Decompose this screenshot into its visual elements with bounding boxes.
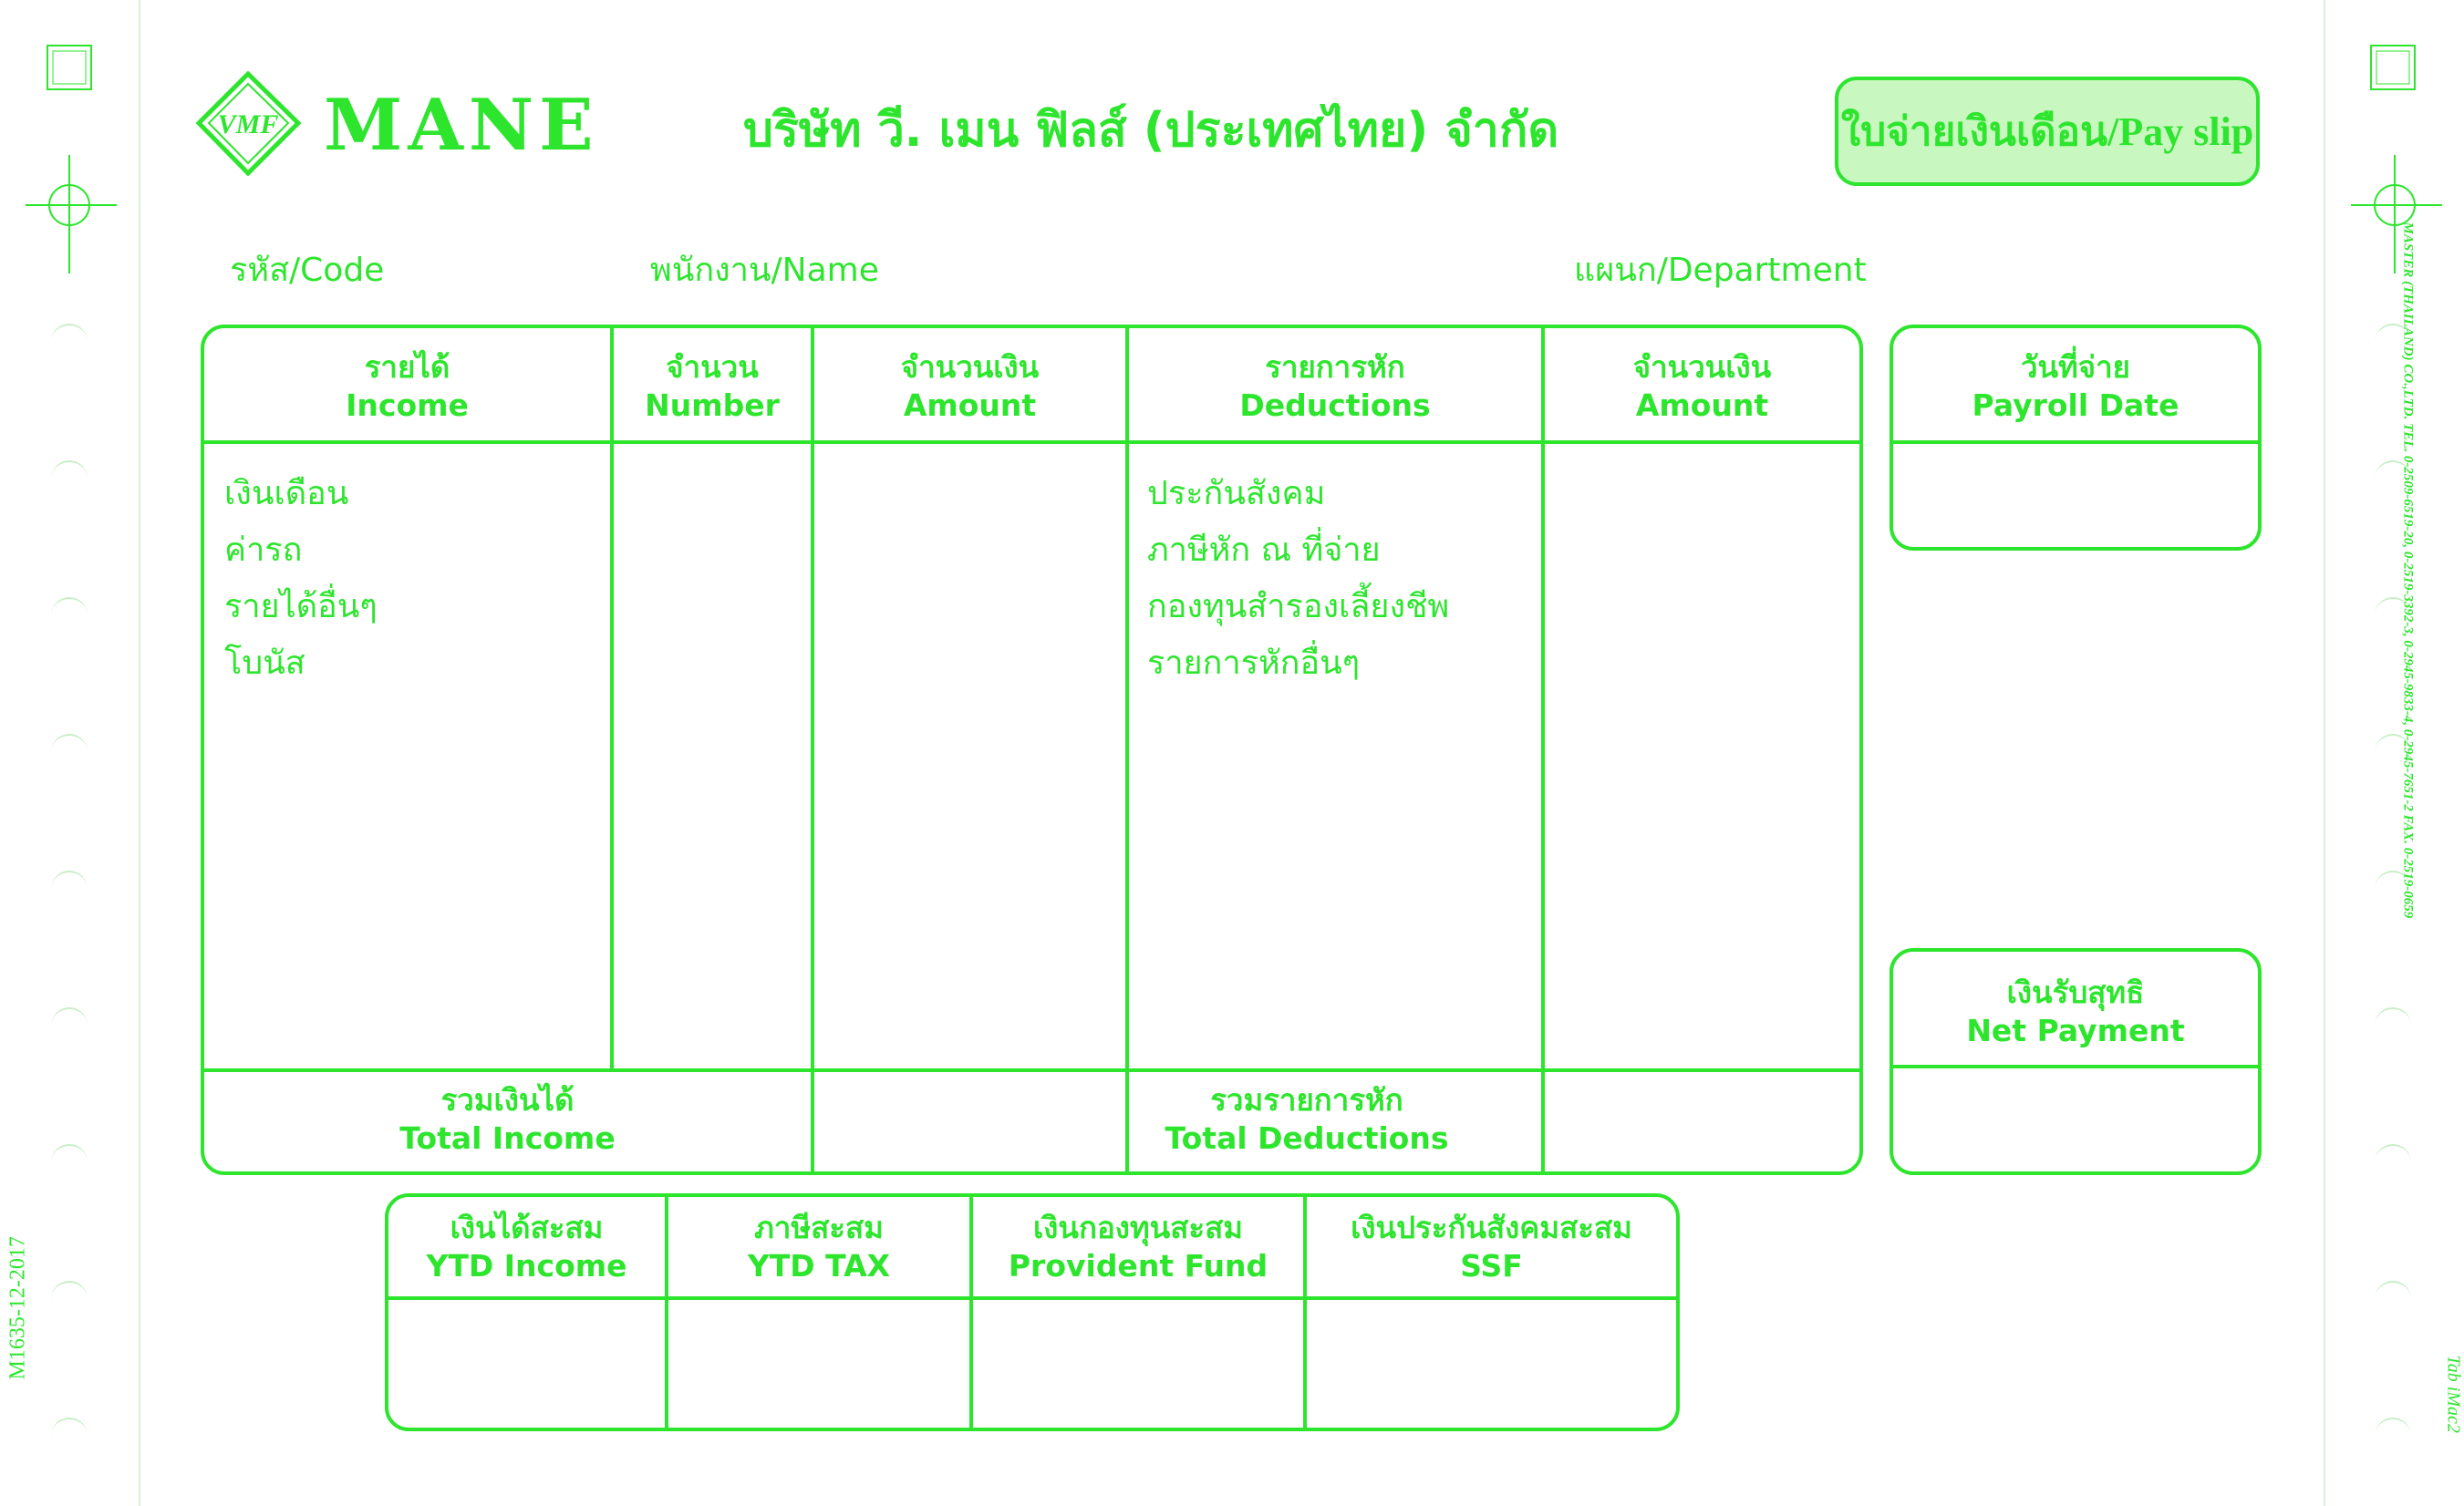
col-header-deduction-amount: จำนวนเงิน Amount [1545,348,1859,425]
total-income-th: รวมเงินได้ [440,1082,575,1118]
col-header-th: รายการหัก [1265,349,1405,385]
divider [1889,440,2262,444]
printer-info: MASTER (THAILAND) CO.,LTD. TEL. 0-2509-6… [2400,222,2416,919]
divider [1125,325,1129,1175]
ytd-header-provident-fund: เงินกองทุนสะสม Provident Fund [973,1209,1303,1285]
deduction-item-social-security: ประกันสังคม [1147,475,1326,512]
feed-hole [2375,597,2411,617]
doc-title: ใบจ่ายเงินเดือน/Pay slip [1840,109,2254,154]
col-header-income: รายได้ Income [204,348,610,425]
company-name: บริษัท วี. เมน ฟิลส์ (ประเทศไทย) จำกัด [743,103,1559,158]
ytd-header-en: YTD TAX [747,1248,891,1284]
doc-title-box: ใบจ่ายเงินเดือน/Pay slip [1835,77,2260,186]
total-income-en: Total Income [399,1120,616,1156]
col-header-th: จำนวนเงิน [900,349,1040,385]
divider [385,1296,1680,1300]
department-label: แผนก/Department [1574,252,1867,289]
main-table [201,325,1863,1175]
feed-hole [2375,1007,2411,1027]
col-header-th: จำนวนเงิน [1632,349,1772,385]
ytd-header-th: เงินประกันสังคมสะสม [1351,1210,1632,1245]
feed-hole [2375,734,2411,754]
net-payment-box [1889,948,2262,1175]
feed-hole [51,597,88,617]
divider [1889,1065,2262,1068]
divider [665,1193,668,1431]
registration-mark-icon [2370,45,2416,90]
company-logo-icon: VMF [196,71,301,176]
total-deductions-label: รวมรายการหัก Total Deductions [1129,1081,1485,1158]
payroll-date-box [1889,325,2262,551]
feed-hole [2375,460,2411,480]
divider [969,1193,973,1431]
crosshair-icon [26,155,117,273]
logo-wordmark: MANE [324,84,599,167]
ytd-header-th: เงินกองทุนสะสม [1033,1210,1243,1245]
col-header-th: จำนวน [666,349,759,385]
total-deductions-en: Total Deductions [1165,1120,1449,1156]
income-item-other: รายได้อื่นๆ [224,588,378,625]
name-label: พนักงาน/Name [650,252,879,289]
feed-hole [2375,324,2411,344]
form-code: M1635-12-2017 [5,1236,30,1380]
net-payment-label: เงินรับสุทธิ Net Payment [1893,974,2258,1050]
col-header-en: Deductions [1239,387,1431,423]
code-label: รหัส/Code [230,252,385,289]
feed-hole [2375,1281,2411,1301]
net-payment-th: เงินรับสุทธิ [2006,975,2145,1010]
deduction-item-other: รายการหักอื่นๆ [1147,645,1361,682]
feed-hole [51,324,88,344]
feed-hole [2375,1144,2411,1164]
feed-hole [51,1007,88,1027]
logo-mark-text: VMF [218,109,279,139]
tab-note: Tab iMac2 [2443,1355,2464,1433]
left-tractor-strip: M1635-12-2017 [0,0,140,1506]
net-payment-en: Net Payment [1966,1013,2185,1048]
ytd-header-ssf: เงินประกันสังคมสะสม SSF [1307,1209,1676,1285]
col-header-en: Number [645,387,780,423]
divider [201,1068,1863,1072]
deduction-item-withholding-tax: ภาษีหัก ณ ที่จ่าย [1147,531,1381,569]
col-header-en: Amount [903,387,1037,423]
deduction-item-provident-fund: กองทุนสำรองเลี้ยงชีพ [1147,588,1450,625]
ytd-header-income: เงินได้สะสม YTD Income [388,1209,665,1285]
divider [1303,1193,1307,1431]
ytd-header-th: ภาษีสะสม [754,1210,884,1245]
ytd-header-tax: ภาษีสะสม YTD TAX [668,1209,969,1285]
col-header-en: Income [346,387,469,423]
total-deductions-th: รวมรายการหัก [1210,1082,1403,1118]
right-tractor-strip: MASTER (THAILAND) CO.,LTD. TEL. 0-2509-6… [2324,0,2464,1506]
feed-hole [51,1281,88,1301]
feed-hole [51,734,88,754]
col-header-amount: จำนวนเงิน Amount [814,348,1125,425]
col-header-th: รายได้ [364,349,450,385]
ytd-header-th: เงินได้สะสม [450,1210,604,1245]
divider [1541,325,1545,1175]
divider [610,325,614,1070]
feed-hole [51,1144,88,1164]
ytd-header-en: Provident Fund [1008,1248,1268,1284]
col-header-en: Amount [1635,387,1769,423]
payroll-date-label: วันที่จ่าย Payroll Date [1893,348,2258,425]
income-item-bonus: โบนัส [224,645,305,682]
total-income-label: รวมเงินได้ Total Income [204,1081,811,1158]
feed-hole [2375,871,2411,891]
col-header-deductions: รายการหัก Deductions [1129,348,1541,425]
income-item-salary: เงินเดือน [224,475,349,512]
ytd-header-en: YTD Income [426,1248,627,1284]
registration-mark-icon [47,45,92,90]
ytd-table [385,1193,1680,1431]
payroll-date-en: Payroll Date [1972,387,2179,423]
divider [811,325,814,1175]
ytd-header-en: SSF [1460,1248,1523,1284]
feed-hole [51,460,88,480]
feed-hole [51,871,88,891]
payroll-date-th: วันที่จ่าย [2020,349,2131,385]
col-header-number: จำนวน Number [614,348,811,425]
income-item-transport: ค่ารถ [224,531,303,569]
crosshair-icon [2351,155,2442,273]
feed-hole [2375,1418,2411,1438]
feed-hole [51,1418,88,1438]
divider [201,440,1863,444]
